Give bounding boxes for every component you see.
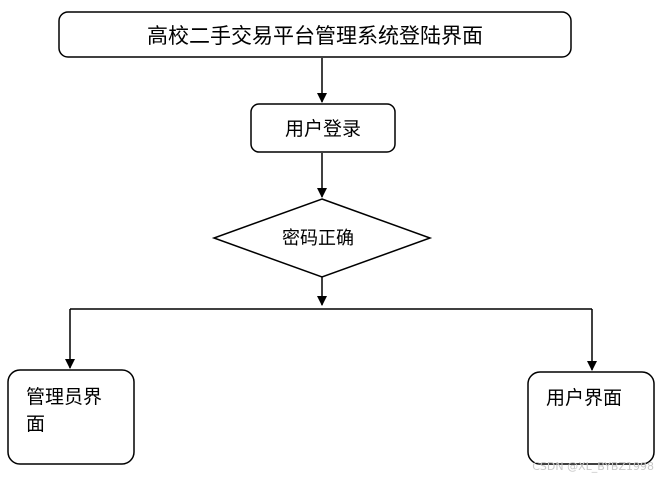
user-box: [527, 371, 655, 465]
admin-box: [7, 369, 135, 465]
title-label: 高校二手交易平台管理系统登陆界面: [147, 24, 483, 48]
decision-node: 密码正确: [211, 198, 433, 278]
watermark-text: CSDN @XL_BYBZ1998: [532, 460, 654, 473]
title-node: 高校二手交易平台管理系统登陆界面: [58, 11, 572, 58]
user-label: 用户界面: [546, 387, 622, 409]
login-box: [250, 103, 396, 153]
decision-label: 密码正确: [282, 228, 354, 249]
title-box: [58, 11, 572, 58]
login-node: 用户登录: [250, 103, 396, 153]
login-label: 用户登录: [285, 118, 361, 140]
user-node: 用户界面: [527, 371, 655, 465]
admin-label-line1: 管理员界: [26, 386, 102, 408]
admin-node: 管理员界 面: [7, 369, 135, 465]
admin-label-line2: 面: [26, 413, 45, 435]
